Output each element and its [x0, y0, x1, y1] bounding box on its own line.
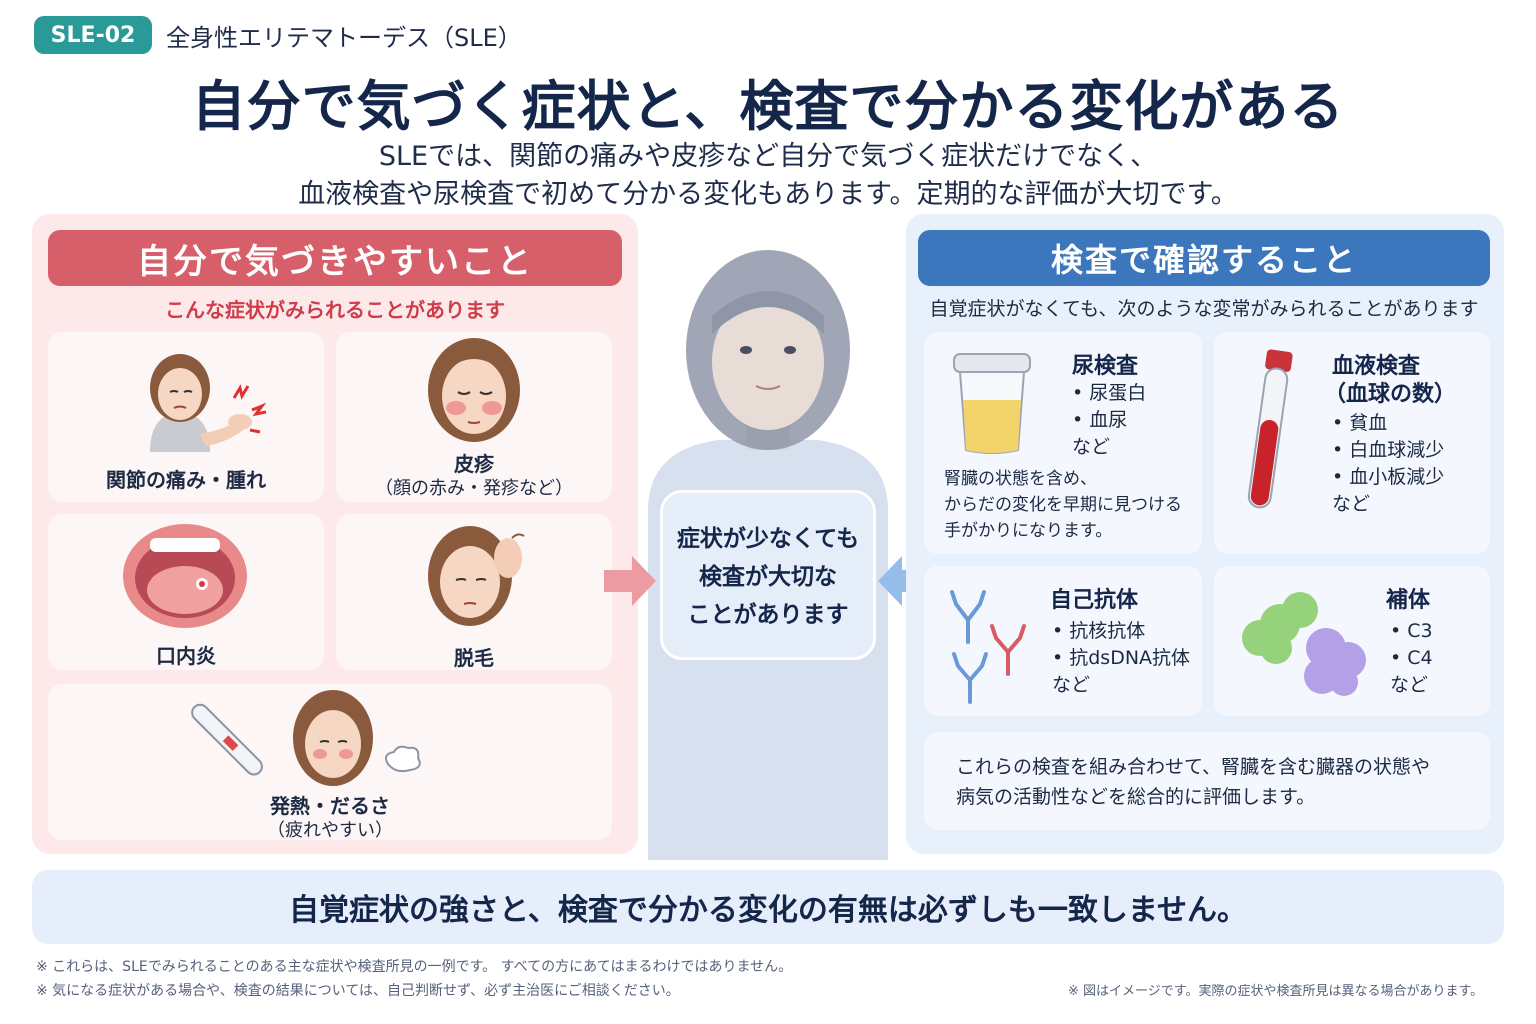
autoantibody-item: など: [1052, 674, 1091, 696]
symptom-label-mouth-ulcer: 口内炎: [156, 644, 216, 668]
urine-note-line-1: 腎臓の状態を含め、: [944, 469, 1097, 489]
autoantibody-item: • 抗dsDNA抗体: [1052, 647, 1191, 669]
disease-name: 全身性エリテマトーデス（SLE）: [166, 23, 522, 52]
symptom-label-joint-pain: 関節の痛み・腫れ: [106, 468, 266, 492]
autoantibody-item: • 抗核抗体: [1052, 620, 1146, 642]
test-card-urine: 尿検査 • 尿蛋白 • 血尿 など 腎臓の状態を含め、 からだの変化を早期に見つ…: [924, 332, 1202, 554]
symptom-card-hair-loss: 脱毛: [336, 514, 612, 670]
self-noticed-heading: 自分で気づきやすいこと: [48, 230, 622, 286]
blood-item: • 貧血: [1332, 412, 1388, 434]
symptom-note-fever: （疲れやすい）: [267, 820, 393, 841]
fever-icon: [293, 690, 373, 786]
footnote-2: ※ 気になる症状がある場合や、検査の結果については、自己判断せず、必ず主治医にご…: [36, 983, 680, 999]
subtitle-line-1: SLEでは、関節の痛みや皮疹など自分で気づく症状だけでなく、: [378, 141, 1158, 172]
antibody-icon: [950, 590, 1026, 704]
symptom-card-fever: 発熱・だるさ （疲れやすい）: [48, 684, 612, 841]
urine-item: など: [1072, 436, 1111, 458]
blood-title-line-2: （血球の数）: [1324, 382, 1457, 407]
footnote-3: ※ 図はイメージです。実際の症状や検査所見は異なる場合があります。: [1068, 984, 1484, 999]
mouth-ulcer-icon: [123, 524, 247, 628]
urine-title: 尿検査: [1072, 354, 1139, 379]
symptom-card-joint-pain: 関節の痛み・腫れ: [48, 332, 324, 502]
complement-item: • C4: [1390, 647, 1433, 669]
key-message: 自覚症状の強さと、検査で分かる変化の有無は必ずしも一致しません。: [32, 870, 1504, 944]
complement-molecule-icon: [1242, 592, 1366, 696]
test-card-autoantibody: 自己抗体 • 抗核抗体 • 抗dsDNA抗体 など: [924, 566, 1202, 716]
center-line-1: 症状が少なくても: [676, 526, 860, 552]
page-title: 自分で気づく症状と、検査で分かる変化がある: [191, 75, 1345, 138]
tests-summary-line-2: 病気の活動性などを総合的に評価します。: [956, 786, 1316, 808]
center-message: 症状が少なくても 検査が大切な ことがあります: [660, 520, 876, 634]
joint-pain-icon: [150, 354, 267, 452]
urine-cup-icon: [953, 353, 1031, 454]
topic-badge: SLE-02: [34, 16, 152, 54]
tests-subheading: 自覚症状がなくても、次のような変常がみられることがあります: [929, 298, 1479, 320]
tests-summary-line-1: これらの検査を組み合わせて、腎臓を含む臓器の状態や: [956, 756, 1431, 778]
hair-loss-icon: [428, 526, 525, 626]
center-line-2: 検査が大切な: [699, 564, 837, 590]
center-message-box: [660, 490, 876, 660]
blood-title-line-1: 血液検査: [1332, 354, 1421, 379]
center-line-3: ことがあります: [687, 602, 849, 628]
subtitle-line-2: 血液検査や尿検査で初めて分かる変化もあります。定期的な評価が大切です。: [298, 179, 1238, 210]
symptom-card-mouth-ulcer: 口内炎: [48, 514, 324, 670]
symptom-label-rash: 皮疹: [454, 452, 494, 476]
symptom-note-rash: （顔の赤み・発疹など）: [375, 478, 573, 499]
blood-item: • 白血球減少: [1332, 439, 1445, 461]
footnote-1: ※ これらは、SLEでみられることのある主な症状や検査所見の一例です。 すべての…: [36, 959, 793, 975]
blood-tube-icon: [1247, 349, 1293, 509]
tests-heading: 検査で確認すること: [918, 230, 1490, 286]
symptom-card-rash: 皮疹 （顔の赤み・発疹など）: [336, 332, 612, 502]
urine-item: • 血尿: [1072, 409, 1128, 431]
sigh-cloud-icon: [385, 745, 421, 773]
symptom-label-fever: 発熱・だるさ: [270, 794, 390, 818]
complement-title: 補体: [1386, 588, 1431, 613]
test-card-complement: 補体 • C3 • C4 など: [1214, 566, 1490, 716]
thermometer-icon: [191, 703, 263, 776]
blood-item: など: [1332, 493, 1371, 515]
arrow-left-icon: [878, 556, 930, 606]
facial-rash-icon: [428, 338, 520, 442]
page-subtitle: SLEでは、関節の痛みや皮疹など自分で気づく症状だけでなく、 血液検査や尿検査で…: [0, 138, 1536, 214]
urine-note-line-2: からだの変化を早期に見つける: [944, 495, 1182, 515]
blood-item: • 血小板減少: [1332, 466, 1445, 488]
complement-item: • C3: [1390, 620, 1433, 642]
arrow-right-icon: [604, 556, 656, 606]
self-noticed-subheading: こんな症状がみられることがあります: [165, 298, 505, 322]
urine-item: • 尿蛋白: [1072, 382, 1147, 404]
test-card-blood: 血液検査 （血球の数） • 貧血 • 白血球減少 • 血小板減少 など: [1214, 332, 1490, 554]
tests-summary: これらの検査を組み合わせて、腎臓を含む臓器の状態や 病気の活動性などを総合的に評…: [924, 732, 1490, 830]
complement-item: など: [1390, 674, 1429, 696]
symptom-label-hair-loss: 脱毛: [454, 646, 494, 670]
autoantibody-title: 自己抗体: [1050, 588, 1139, 613]
urine-note-line-3: 手がかりになります。: [944, 521, 1113, 541]
